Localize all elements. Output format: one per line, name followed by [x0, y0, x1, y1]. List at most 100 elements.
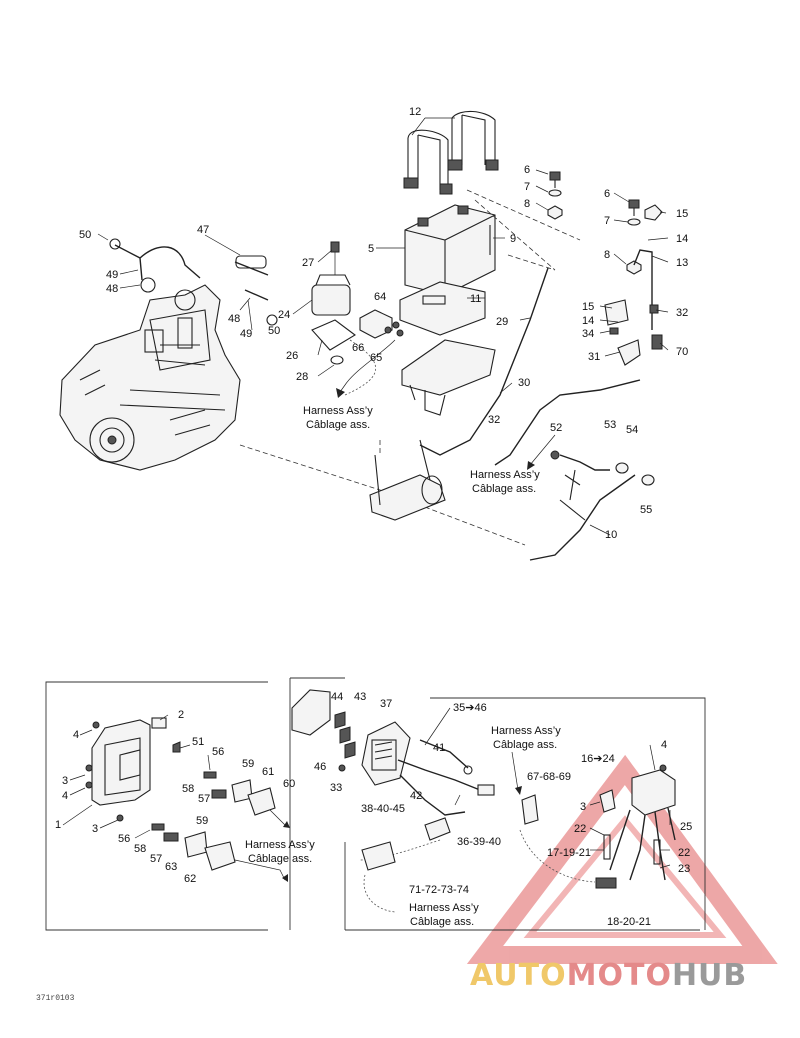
callout-67-68-69: 67-68-69: [527, 771, 571, 783]
callout-64: 64: [374, 291, 386, 303]
battery-cables: [239, 267, 641, 561]
watermark-auto: AUTO: [470, 958, 567, 993]
harness-labels: Harness Ass’y Câblage ass. Harness Ass’y…: [245, 405, 561, 928]
ground-cable: [550, 450, 655, 521]
callout-8b: 8: [604, 249, 610, 261]
callout-29: 29: [496, 316, 508, 328]
relays-group: [151, 771, 276, 871]
callout-37: 37: [380, 698, 392, 710]
watermark-hub: HUB: [672, 958, 747, 993]
callout-50b: 50: [268, 325, 280, 337]
callout-24: 24: [278, 309, 290, 321]
callout-36-39-40: 36-39-40: [457, 836, 501, 848]
callout-11: 11: [470, 293, 481, 305]
callout-4c: 4: [661, 739, 667, 751]
voltage-regulator: [291, 689, 411, 786]
callout-27: 27: [302, 257, 314, 269]
wiring-connectors: [511, 751, 676, 889]
callout-18-20-21: 18-20-21: [607, 916, 651, 928]
callout-22b: 22: [678, 847, 690, 859]
callout-62: 62: [184, 873, 196, 885]
callout-14b: 14: [582, 315, 594, 327]
drawing-code: 371r0103: [36, 994, 75, 1003]
callout-12: 12: [409, 106, 421, 118]
callout-4a: 4: [73, 729, 79, 741]
callout-7b: 7: [604, 215, 610, 227]
harness-label-bm-fr: Câblage ass.: [410, 916, 474, 928]
callout-6a: 6: [524, 164, 530, 176]
callout-49a: 49: [106, 269, 118, 281]
callout-16-24: 16➔24: [581, 753, 615, 765]
callout-1: 1: [55, 819, 61, 831]
ecu-module: [85, 717, 181, 822]
callout-32b: 32: [488, 414, 500, 426]
harness-label-br-en: Harness Ass’y: [491, 725, 561, 737]
starter-relay: [311, 241, 356, 365]
callout-49b: 49: [240, 328, 252, 340]
battery-assembly: [399, 110, 581, 336]
callout-48b: 48: [228, 313, 240, 325]
callout-46: 46: [314, 761, 326, 773]
callout-53: 53: [604, 419, 616, 431]
callout-6b: 6: [604, 188, 610, 200]
callout-55: 55: [640, 504, 652, 516]
callout-15b: 15: [582, 301, 594, 313]
callout-4b: 4: [62, 790, 68, 802]
callout-2: 2: [178, 709, 184, 721]
callout-58a: 58: [182, 783, 194, 795]
callout-15a: 15: [676, 208, 688, 220]
callout-32a: 32: [676, 307, 688, 319]
harness-label-bl-en: Harness Ass’y: [245, 839, 315, 851]
callout-23: 23: [678, 863, 690, 875]
callout-25: 25: [680, 821, 692, 833]
callout-48a: 48: [106, 283, 118, 295]
callout-56b: 56: [118, 833, 130, 845]
callout-47: 47: [197, 224, 209, 236]
callout-41: 41: [433, 742, 445, 754]
engine-drawing: [59, 284, 241, 471]
battery-tray: [401, 339, 496, 416]
callout-3c: 3: [580, 801, 586, 813]
callout-43: 43: [354, 691, 366, 703]
callout-63: 63: [165, 861, 177, 873]
harness-label-top-left-fr: Câblage ass.: [306, 419, 370, 431]
callout-22a: 22: [574, 823, 586, 835]
harness-label-bm-en: Harness Ass’y: [409, 902, 479, 914]
regulator-harness: [359, 739, 495, 913]
callout-5: 5: [368, 243, 374, 255]
callout-42: 42: [410, 790, 422, 802]
callout-66: 66: [352, 342, 364, 354]
callout-26: 26: [286, 350, 298, 362]
watermark-logo-text: AUTOMOTOHUB: [470, 958, 747, 993]
callout-3b: 3: [92, 823, 98, 835]
callout-31: 31: [588, 351, 600, 363]
callout-3a: 3: [62, 775, 68, 787]
callout-59b: 59: [196, 815, 208, 827]
callout-44: 44: [331, 691, 343, 703]
callout-54: 54: [626, 424, 638, 436]
harness-label-top-left-en: Harness Ass’y: [303, 405, 373, 417]
harness-arrows-top: [336, 339, 556, 470]
callout-35-46: 35➔46: [453, 702, 487, 714]
callout-8a: 8: [524, 198, 530, 210]
harness-label-top-mid-fr: Câblage ass.: [472, 483, 536, 495]
callout-57b: 57: [150, 853, 162, 865]
callout-52: 52: [550, 422, 562, 434]
callout-13: 13: [676, 257, 688, 269]
callout-28: 28: [296, 371, 308, 383]
callout-50a: 50: [79, 229, 91, 241]
callout-57a: 57: [198, 793, 210, 805]
watermark-logo-triangle: [466, 754, 778, 964]
harness-arrows-left: [234, 809, 290, 882]
callout-70: 70: [676, 346, 688, 358]
svg-text:AUTOMOTOHUB: AUTOMOTOHUB: [470, 958, 747, 993]
callout-30: 30: [518, 377, 530, 389]
positive-cable: [604, 249, 663, 366]
callout-56a: 56: [212, 746, 224, 758]
breather-hose: [109, 238, 278, 326]
fuse-holder: [359, 309, 404, 339]
callout-65: 65: [370, 352, 382, 364]
bottom-left-frame: [45, 677, 706, 931]
leader-lines: [62, 117, 671, 869]
